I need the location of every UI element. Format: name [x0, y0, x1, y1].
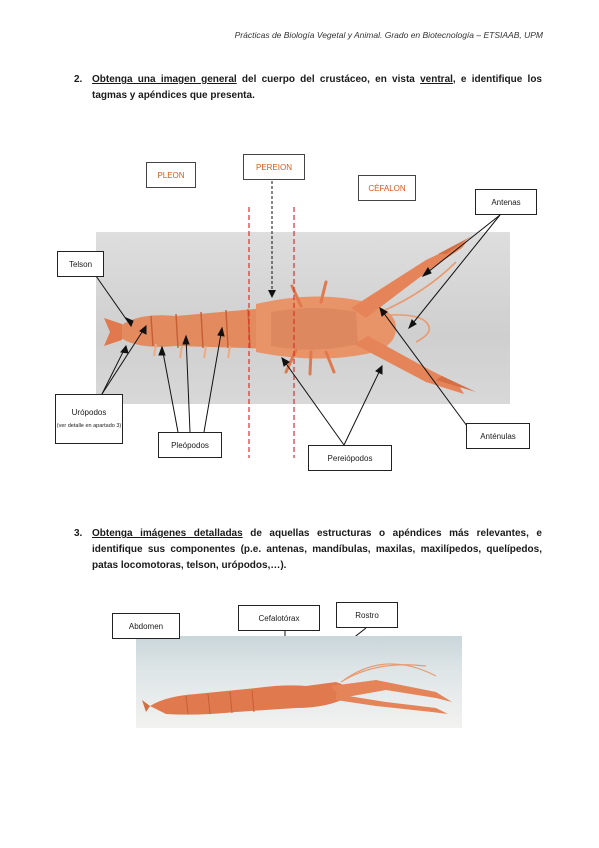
label-pereion: PEREION [243, 154, 305, 180]
label-abdomen: Abdomen [112, 613, 180, 639]
task-2: 2. Obtenga una imagen general del cuerpo… [74, 72, 542, 104]
label-antenas: Antenas [475, 189, 537, 215]
page-header: Prácticas de Biología Vegetal y Animal. … [234, 30, 543, 40]
task-3-text: Obtenga imágenes detalladas de aquellas … [92, 528, 542, 571]
task-3-underlined: Obtenga imágenes detalladas [92, 528, 243, 539]
task-3-number: 3. [74, 528, 83, 539]
label-rostro: Rostro [336, 602, 398, 628]
ventral-view-photo [96, 232, 510, 404]
task-3: 3. Obtenga imágenes detalladas de aquell… [74, 526, 542, 574]
label-pereiopodos: Pereiópodos [308, 445, 392, 471]
task-2-number: 2. [74, 74, 83, 85]
label-cefalotorax: Cefalotórax [238, 605, 320, 631]
crustacean-lateral-drawing [142, 663, 452, 715]
task-2-text: Obtenga una imagen general del cuerpo de… [92, 74, 542, 101]
task-2-underlined-2: ventral [420, 74, 453, 85]
label-pleopodos: Pleópodos [158, 432, 222, 458]
task-2-underlined-1: Obtenga una imagen general [92, 74, 237, 85]
label-telson: Telson [57, 251, 104, 277]
crustacean-ventral-drawing [104, 236, 476, 394]
label-uropodos: Urópodos (ver detalle en apartado 3) [55, 394, 123, 444]
label-pleon: PLEON [146, 162, 196, 188]
label-antenulas: Anténulas [466, 423, 530, 449]
annotation-arrows [95, 214, 501, 446]
label-cefalon: CÉFALON [358, 175, 416, 201]
lateral-view-photo [136, 636, 462, 728]
